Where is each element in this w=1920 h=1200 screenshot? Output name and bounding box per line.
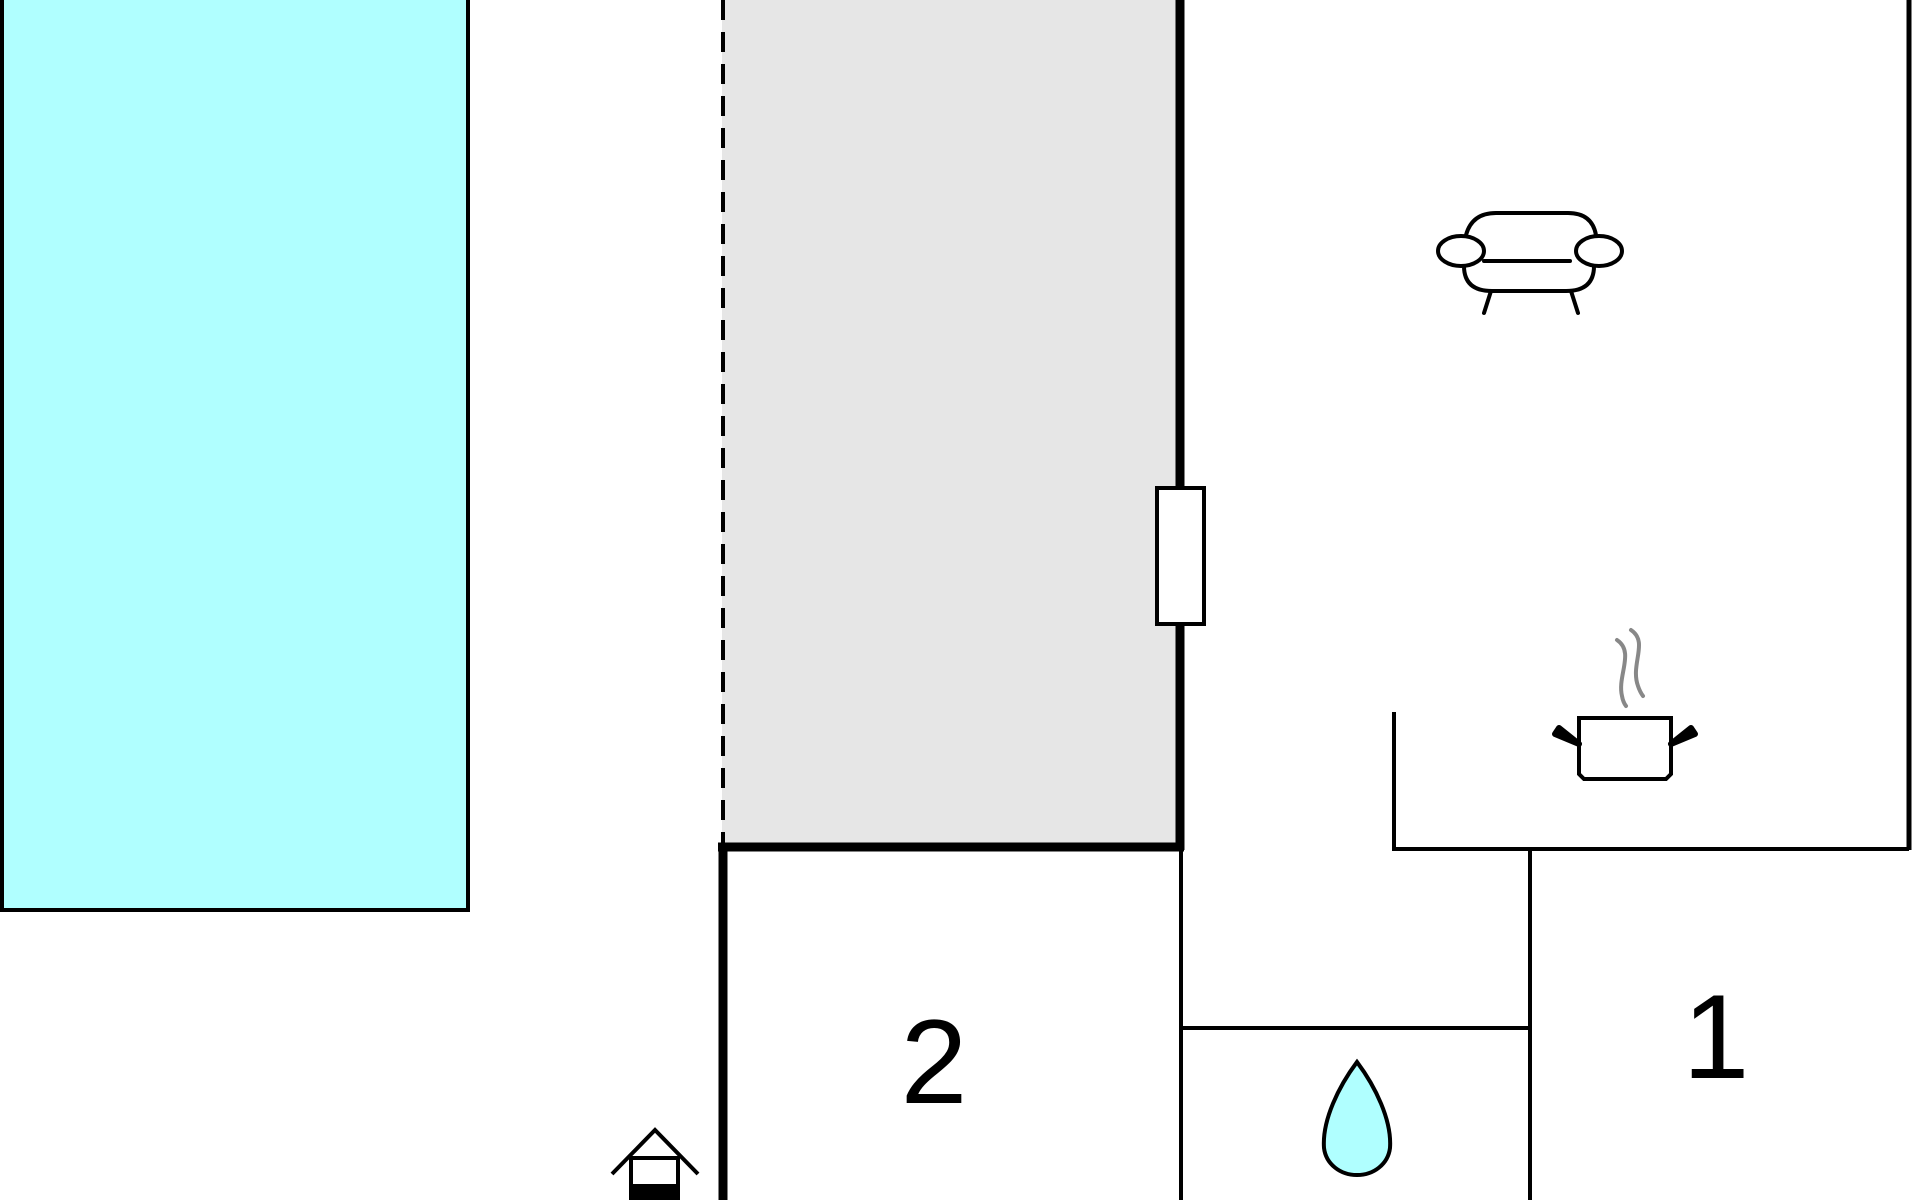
house-entrance-icon: [610, 1127, 700, 1200]
room-number-bedroom-1: 1: [1683, 970, 1750, 1104]
cooking-pot-icon: [1552, 628, 1698, 781]
room-number-bedroom-2: 2: [901, 995, 968, 1129]
door-icon: [1155, 486, 1206, 626]
terrace-area: [722, 0, 1180, 846]
sofa-icon: [1436, 211, 1624, 315]
water-drop-icon: [1321, 1058, 1393, 1178]
swimming-pool: [0, 0, 470, 912]
